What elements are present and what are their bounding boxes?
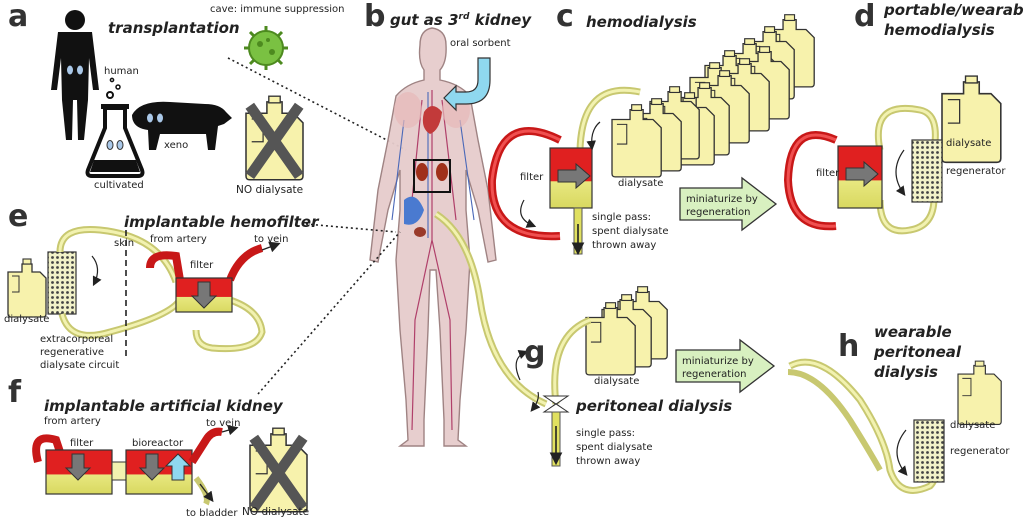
wearable-peritoneal-diagram xyxy=(787,358,1002,494)
to-vein-label-e: to vein xyxy=(254,234,289,245)
miniaturize-arrow-g xyxy=(675,338,776,394)
dialysate-label-g: dialysate xyxy=(594,376,640,387)
filter-label-d: filter xyxy=(816,168,840,179)
panel-letter-d: d xyxy=(854,0,876,34)
dialysate-label-d: dialysate xyxy=(946,138,992,149)
human-label: human xyxy=(104,66,139,77)
regenerator-label-d: regenerator xyxy=(946,166,1006,177)
regenerator-label-h: regenerator xyxy=(950,446,1010,457)
filter-label-e: filter xyxy=(190,260,214,271)
to-vein-label-f: to vein xyxy=(206,418,241,429)
panel-title-g: peritoneal dialysis xyxy=(576,397,733,415)
from-artery-label-f: from artery xyxy=(44,416,101,427)
artificial-kidney-diagram xyxy=(32,231,401,513)
portable-circuit xyxy=(783,75,1002,235)
panel-title-h-line-3: dialysis xyxy=(874,363,938,381)
cultivated-label: cultivated xyxy=(94,180,144,191)
no-dialysate-label-a: NO dialysate xyxy=(236,184,304,196)
virus-icon xyxy=(244,26,288,70)
oral-sorbent-arrow xyxy=(443,57,491,112)
panel-letter-b: b xyxy=(364,0,386,34)
bioreactor-label: bioreactor xyxy=(132,438,184,449)
circuit-label-3: dialysate circuit xyxy=(40,360,120,371)
no-dialysate-label-f: NO dialysate xyxy=(242,506,310,518)
dialysate-label-c: dialysate xyxy=(618,178,664,189)
peritoneal-dialysis-diagram xyxy=(434,211,668,467)
dialysate-jug-stack xyxy=(611,14,815,178)
filter-label-c: filter xyxy=(520,172,544,183)
panel-letter-f: f xyxy=(8,375,22,410)
single-pass-line-1-c: single pass: xyxy=(592,212,652,223)
panel-title-f: implantable artificial kidney xyxy=(44,397,283,415)
single-pass-line-3-g: thrown away xyxy=(576,456,641,467)
xeno-label: xeno xyxy=(164,140,189,151)
panel-title-b: gut as 3rd kidney xyxy=(390,11,532,29)
oral-sorbent-label: oral sorbent xyxy=(450,38,511,49)
panel-letter-g: g xyxy=(524,335,546,370)
dialysate-label-e: dialysate xyxy=(4,314,50,325)
hemodialysis-circuit xyxy=(487,86,641,256)
panel-title-d-line-2: hemodialysis xyxy=(884,21,995,39)
hemofilter-diagram xyxy=(7,223,397,356)
circuit-label-1: extracorporeal xyxy=(40,334,114,345)
miniaturize-arrow-c xyxy=(679,176,778,232)
miniaturize-label-2-c: regeneration xyxy=(686,207,751,218)
panel-title-a: transplantation xyxy=(108,19,240,37)
circuit-label-2: regenerative xyxy=(40,347,105,358)
panel-title-e: implantable hemofilter xyxy=(124,213,319,231)
single-pass-line-1-g: single pass: xyxy=(576,428,636,439)
no-dialysate-icon-a xyxy=(245,95,304,181)
pig-silhouette xyxy=(132,101,232,150)
dialysate-label-h: dialysate xyxy=(950,420,996,431)
panel-letter-a: a xyxy=(8,0,29,34)
panel-letter-e: e xyxy=(8,199,29,234)
miniaturize-label-1-c: miniaturize by xyxy=(686,194,758,205)
flask-icon xyxy=(85,77,145,178)
leader-line-a xyxy=(227,57,407,151)
panel-title-h-line-2: peritoneal xyxy=(874,343,962,361)
single-pass-line-3-c: thrown away xyxy=(592,240,657,251)
panel-letter-c: c xyxy=(556,0,574,34)
from-artery-label-e: from artery xyxy=(150,234,207,245)
miniaturize-label-2-g: regeneration xyxy=(682,369,747,380)
single-pass-line-2-g: spent dialysate xyxy=(576,442,653,453)
to-bladder-label: to bladder xyxy=(186,508,238,519)
panel-letter-h: h xyxy=(838,329,860,364)
panel-title-c: hemodialysis xyxy=(586,13,697,31)
caveat-label: cave: immune suppression xyxy=(210,4,345,15)
panel-title-h-line-1: wearable xyxy=(874,323,952,341)
single-pass-line-2-c: spent dialysate xyxy=(592,226,669,237)
miniaturize-label-1-g: miniaturize by xyxy=(682,356,754,367)
skin-label: skin xyxy=(114,238,135,249)
panel-title-d-line-1: portable/wearable xyxy=(884,1,1024,19)
human-silhouette xyxy=(51,10,99,140)
filter-label-f: filter xyxy=(70,438,94,449)
